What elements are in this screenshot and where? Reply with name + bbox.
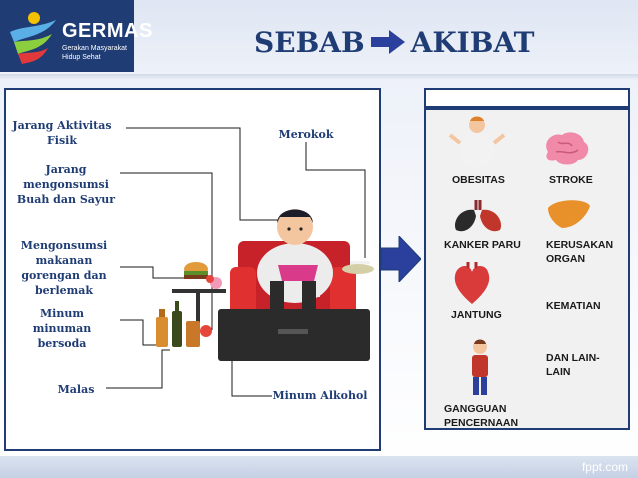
cause-line: bersoda — [37, 337, 87, 350]
cause-line: Jarang Aktivitas — [12, 119, 112, 132]
cause-line: gorengan dan — [21, 269, 107, 282]
cause-line: Jarang — [45, 163, 87, 176]
cause-line: Buah dan Sayur — [16, 193, 116, 206]
liver-icon — [548, 200, 590, 228]
page-title: SEBAB AKIBAT — [254, 22, 534, 62]
effect-line: LAIN — [546, 366, 571, 378]
effect-line: DAN LAIN- — [546, 352, 600, 364]
germas-logo-icon — [10, 12, 56, 64]
cause-line: Fisik — [47, 134, 77, 147]
cause-gorengan: Mengonsumsi makanan gorengan dan berlema… — [12, 238, 116, 298]
cause-merokok: Merokok — [278, 128, 334, 141]
effect-dan-lain-lain: DAN LAIN- LAIN — [546, 351, 600, 379]
effect-line: KERUSAKAN — [546, 239, 614, 251]
cause-alkohol: Minum Alkohol — [272, 389, 368, 402]
man-on-sofa-illustration — [156, 209, 374, 361]
title-cause: SEBAB — [254, 25, 365, 59]
cause-line: mengonsumsi — [23, 178, 109, 191]
effect-stroke: STROKE — [549, 174, 593, 186]
title-arrow-icon — [370, 30, 405, 54]
heart-icon — [454, 262, 490, 304]
cause-jarang-aktivitas: Jarang Aktivitas Fisik — [12, 118, 112, 148]
effect-gangguan-pencernaan: GANGGUAN PENCERNAAN — [444, 402, 518, 430]
brand-name: GERMAS — [62, 20, 153, 42]
brand-subtitle: Gerakan Masyarakat Hidup Sehat — [62, 44, 132, 62]
brain-icon — [546, 132, 589, 165]
sebab-akibat-arrow-icon — [381, 236, 421, 282]
cause-line: makanan — [35, 254, 93, 267]
cause-line: berlemak — [34, 284, 94, 297]
lungs-icon — [454, 200, 502, 232]
effect-line: PENCERNAAN — [444, 417, 519, 429]
effect-obesitas: OBESITAS — [452, 174, 505, 186]
cause-buah-sayur: Jarang mengonsumsi Buah dan Sayur — [14, 162, 118, 207]
effects-panel-header — [424, 88, 630, 108]
effect-line: GANGGUAN — [444, 403, 507, 415]
obese-person-icon — [448, 116, 506, 167]
cause-malas: Malas — [57, 383, 95, 396]
logo-panel — [0, 0, 134, 72]
brand-sub-line-1: Gerakan Masyarakat — [62, 45, 127, 52]
brand-sub-line-2: Hidup Sehat — [62, 54, 101, 61]
watermark: fppt.com — [581, 460, 628, 474]
effect-kerusakan-organ: KERUSAKAN ORGAN — [546, 238, 613, 266]
title-effect: AKIBAT — [410, 25, 535, 59]
cause-line: Minum minuman — [32, 307, 92, 335]
effect-jantung: JANTUNG — [451, 309, 502, 321]
effect-line: ORGAN — [546, 253, 586, 265]
effect-kematian: KEMATIAN — [546, 300, 601, 312]
cause-soda: Minum minuman bersoda — [10, 306, 114, 351]
effect-kanker-paru: KANKER PARU — [444, 239, 521, 251]
cause-line: Mengonsumsi — [20, 239, 108, 252]
footer-band — [0, 456, 638, 478]
stomach-ache-person-icon — [472, 339, 488, 395]
